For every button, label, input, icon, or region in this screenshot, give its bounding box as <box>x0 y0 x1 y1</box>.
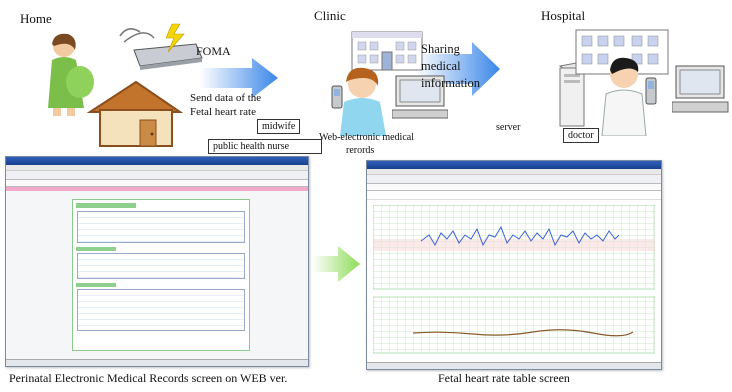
green-arrow <box>312 246 360 282</box>
fhr-toolbar <box>367 175 661 184</box>
clinic-building-icon <box>351 31 423 71</box>
server-label: server <box>496 122 521 133</box>
doctor-box: doctor <box>563 128 599 143</box>
emr-patient-info-table <box>77 211 245 243</box>
emr-history-table <box>77 289 245 331</box>
send-data-line1: Send data of the <box>190 92 262 104</box>
sharing-line2: medical <box>421 59 461 73</box>
emr-address-bar <box>6 180 308 187</box>
midwife-figure-icon <box>331 67 386 136</box>
pregnant-woman-icon <box>48 33 94 116</box>
emr-form-panel <box>72 199 250 351</box>
emr-section-2 <box>76 247 116 251</box>
emr-toolbar <box>6 171 308 180</box>
caption-right: Fetal heart rate table screen <box>438 371 570 385</box>
fhr-titlebar <box>367 161 661 169</box>
fhr-menubar <box>367 169 661 175</box>
house-icon <box>86 80 184 147</box>
foma-label: FOMA <box>196 44 231 58</box>
toco-trace <box>412 329 634 337</box>
home-label: Home <box>20 11 52 26</box>
emr-exam-table <box>77 253 245 279</box>
send-arrow <box>200 58 278 98</box>
fhr-grid-bottom <box>373 296 655 354</box>
hospital-computer-icon <box>672 65 729 113</box>
fhr-address-bar <box>367 184 661 191</box>
fhr-statusbar <box>367 362 661 369</box>
caption-left: Perinatal Electronic Medical Records scr… <box>9 371 288 385</box>
emr-titlebar <box>6 157 308 165</box>
emr-statusbar <box>6 359 308 366</box>
emr-menubar <box>6 165 308 171</box>
emr-section-3 <box>76 283 116 287</box>
sharing-line1: Sharing <box>421 42 460 56</box>
midwife-box: midwife <box>257 119 301 134</box>
public-health-nurse-box: public health nurse <box>208 139 322 154</box>
emr-section-1 <box>76 203 136 208</box>
hospital-label: Hospital <box>541 8 586 23</box>
fhr-table-screen <box>366 160 662 370</box>
fhr-normal-band <box>373 239 655 251</box>
web-emr-line1: Web-electronic medical <box>319 132 414 143</box>
web-emr-line2: rerords <box>346 145 375 156</box>
fhr-chart <box>373 205 655 354</box>
fhr-trace <box>420 225 620 247</box>
clinic-label: Clinic <box>314 8 346 23</box>
emr-pink-header <box>6 187 308 191</box>
send-data-line2: Fetal heart rate <box>190 106 256 118</box>
fhr-controls-row <box>367 191 661 200</box>
doctor-figure-icon <box>601 57 657 136</box>
sharing-line3: information <box>421 76 481 90</box>
perinatal-emr-screen <box>5 156 309 367</box>
fetal-monitor-device-icon <box>119 23 203 70</box>
clinic-computer-icon <box>392 75 448 119</box>
